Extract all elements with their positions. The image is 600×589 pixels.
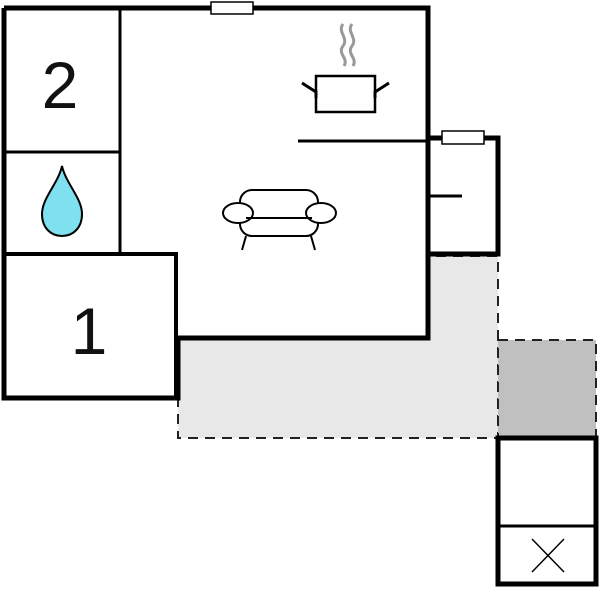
terrace-area: [177, 255, 499, 439]
window-top: [210, 1, 254, 15]
room-number-1: 1: [71, 294, 108, 368]
window-side: [441, 130, 485, 145]
sofa-icon: [222, 189, 337, 251]
partitions: [4, 8, 596, 528]
room-number-2: 2: [42, 48, 79, 122]
covered-terrace-area: [497, 339, 597, 439]
cross-icon: [531, 538, 565, 573]
storage-wall: [495, 435, 599, 587]
water-drop-icon: [40, 165, 84, 238]
cooking-pot-icon: [301, 23, 390, 114]
